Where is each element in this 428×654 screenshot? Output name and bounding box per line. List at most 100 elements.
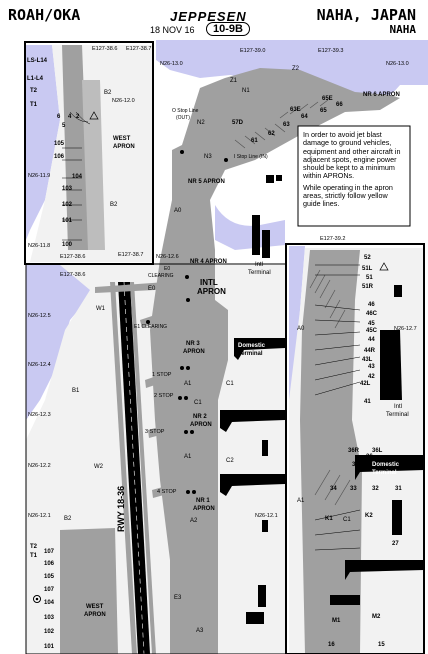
main-apron-area (150, 68, 400, 654)
coord-n124: N26-12.4 (28, 362, 51, 368)
chart-header: ROAH/OKA JEPPESEN 18 NOV 16 10-9B NAHA, … (0, 0, 428, 40)
label-z2: Z2 (292, 66, 300, 72)
jet-blast-note: In order to avoid jet blast damage to gr… (303, 130, 403, 212)
stand-52: 52 (364, 255, 371, 261)
label-i-stop: I Stop Line (IN) (234, 154, 268, 160)
sea-west (26, 265, 115, 420)
stand-36: 36 (366, 454, 373, 460)
label-intl-apron: INTL (200, 278, 218, 287)
runway-18-36 (118, 282, 150, 654)
stand-42: 42 (368, 374, 375, 380)
label-4-stop: 4 STOP (157, 489, 177, 495)
sea-inset-west (26, 45, 60, 240)
stand-105: 105 (54, 141, 65, 147)
note-paragraph-2: While operating in the apron areas, stri… (303, 182, 393, 209)
label-domestic-terminal: Domestic (238, 343, 266, 349)
label-e0: E0 (148, 286, 156, 292)
label-a0-east: A0 (297, 326, 305, 332)
coord-e1386b: E127-38.6 (60, 254, 85, 260)
label-b2-lower: B2 (64, 516, 72, 522)
stand-107a: 107 (44, 587, 55, 593)
label-c1-east: C1 (343, 517, 351, 523)
stand-15: 15 (378, 642, 385, 648)
stand-63e: 63E (290, 107, 301, 113)
stand-33: 33 (350, 486, 357, 492)
intl-terminal-east-building (380, 330, 402, 400)
coord-n130: N26-13.0 (160, 61, 183, 67)
stand-46: 46 (368, 302, 375, 308)
chart-date: 18 NOV 16 (150, 25, 195, 35)
label-l1-l4: L1-L4 (27, 76, 44, 82)
stand-103: 103 (62, 186, 73, 192)
label-n3: N3 (204, 154, 212, 160)
label-b1: B1 (72, 388, 80, 394)
label-o-stop2: (OUT) (176, 115, 190, 121)
note-paragraph-1: In order to avoid jet blast damage to gr… (303, 130, 401, 181)
label-nr1-apron: NR 1 (196, 498, 210, 504)
domestic-terminal-building (234, 338, 285, 360)
label-west-apron-lower: WEST (86, 604, 104, 610)
stand-16: 16 (328, 642, 335, 648)
label-domestic-terminal2: Terminal (238, 351, 263, 357)
stand-61: 61 (251, 138, 258, 144)
stand-36l: 36L (372, 448, 383, 454)
label-m1: M1 (332, 618, 341, 624)
stand-103-lower: 103 (44, 615, 55, 621)
label-w2: W2 (94, 464, 104, 470)
label-nr3-apron: NR 3 (186, 341, 200, 347)
coord-n121: N26-12.1 (28, 513, 51, 519)
airport-name: NAHA (389, 23, 417, 36)
coord-e1390: E127-39.0 (240, 48, 265, 54)
stand-101: 101 (62, 218, 73, 224)
label-c2: C2 (226, 458, 234, 464)
stand-107: 107 (44, 549, 55, 555)
label-3-stop: 3 STOP (145, 429, 165, 435)
coord-e1386c: E127-38.6 (60, 272, 85, 278)
label-nr2-apron: NR 2 (193, 414, 207, 420)
stand-27: 27 (392, 541, 399, 547)
label-e0-clearing2: CLEARING (148, 273, 174, 279)
label-n2: N2 (197, 120, 205, 126)
coord-e1386: E127-38.6 (92, 46, 117, 52)
label-t2-lower: T2 (30, 544, 38, 550)
label-intl-terminal-east2: Terminal (386, 412, 409, 418)
obstacle-icon (89, 111, 389, 271)
stand-32: 32 (372, 486, 379, 492)
label-intl-terminal2: Terminal (248, 270, 271, 276)
label-intl-terminal-east: Intl (394, 404, 402, 410)
label-west-apron-lower2: APRON (84, 612, 106, 618)
stand-4: 4 (68, 114, 72, 120)
label-nr2-apron2: APRON (190, 422, 212, 428)
coord-n120: N26-12.0 (112, 98, 135, 104)
stand-106-lower: 106 (44, 561, 55, 567)
stand-102-lower: 102 (44, 629, 55, 635)
stand-44r: 44R (364, 348, 376, 354)
sea-east-inset (289, 246, 305, 400)
stand-65e: 65E (322, 96, 333, 102)
label-c1: C1 (226, 381, 234, 387)
stand-105-lower: 105 (44, 574, 55, 580)
label-ls-l14: LS-L14 (27, 58, 48, 64)
label-k2: K2 (365, 513, 373, 519)
label-1-stop: 1 STOP (152, 372, 172, 378)
label-t1-lower: T1 (30, 553, 38, 559)
airport-identifier: ROAH/OKA (8, 6, 81, 24)
coord-n121b: N26-12.1 (255, 513, 278, 519)
label-runway: RWY 18-36 (116, 486, 126, 532)
label-a3: A3 (196, 628, 204, 634)
stand-101-lower: 101 (44, 644, 55, 650)
label-nr4-apron: NR 4 APRON (190, 259, 227, 265)
stand-51: 51 (366, 275, 373, 281)
jeppesen-logo: JEPPESEN (170, 9, 247, 24)
stand-45: 45 (368, 321, 375, 327)
label-z1: Z1 (230, 78, 238, 84)
label-k1: K1 (325, 516, 333, 522)
stand-100: 100 (62, 242, 73, 248)
stand-57d: 57D (232, 120, 244, 126)
stand-5: 5 (62, 123, 66, 129)
label-w1: W1 (96, 306, 106, 312)
coord-n127: N26-12.7 (394, 326, 417, 332)
stand-62: 62 (268, 131, 275, 137)
label-intl-apron2: APRON (197, 287, 226, 296)
label-n1: N1 (242, 88, 250, 94)
